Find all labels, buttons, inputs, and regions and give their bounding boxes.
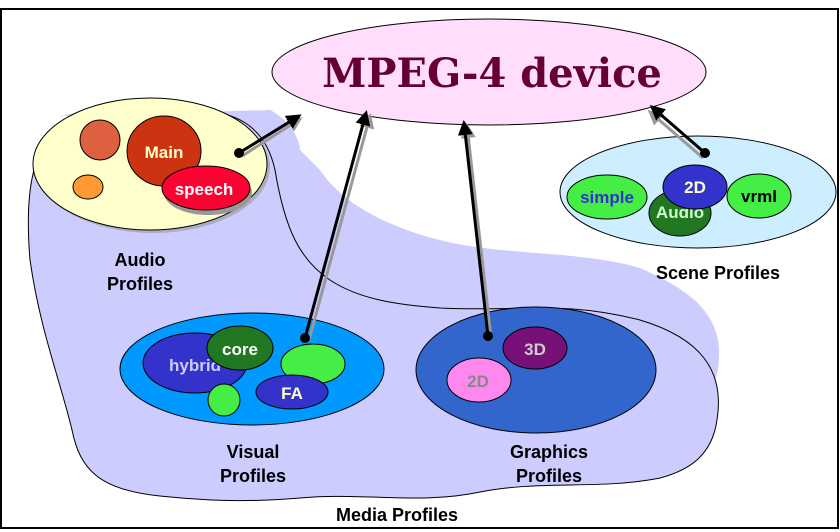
- mpeg4-device-node: [271, 18, 707, 126]
- visual-profiles-label-line2: Profiles: [220, 466, 286, 486]
- mpeg4-device-title: MPEG-4 device: [322, 50, 662, 97]
- graphics-profile-2d-label: 2D: [467, 372, 489, 391]
- scene-profile-simple: [566, 174, 648, 220]
- scene-profile-2d: [662, 164, 728, 210]
- graphics-profile-2d: [446, 357, 512, 403]
- audio-profile-circle-1: [79, 119, 121, 161]
- connector-scene-to-device: [647, 105, 710, 160]
- visual-profile-fa-label: FA: [281, 384, 303, 403]
- connector-visual-to-device: [300, 110, 375, 343]
- graphics-profiles-label-line1: Graphics: [510, 442, 588, 462]
- graphics-profile-3d-label: 3D: [524, 340, 546, 359]
- visual-profile-fa: [255, 374, 329, 410]
- audio-profile-circle-2: [72, 174, 104, 200]
- audio-profile-speech: [161, 165, 251, 211]
- scene-profile-vrml: [726, 173, 792, 219]
- scene-profile-vrml-label: vrml: [741, 187, 777, 206]
- audio-profiles-label-line1: Audio: [115, 250, 166, 270]
- graphics-profiles-label-line2: Profiles: [516, 466, 582, 486]
- scene-profile-2d-label: 2D: [684, 178, 706, 197]
- scene-profiles-label: Scene Profiles: [656, 263, 780, 283]
- visual-profile-core: [206, 325, 274, 371]
- audio-profile-main-label: Main: [145, 143, 184, 162]
- scene-profile-simple-label: simple: [580, 188, 634, 207]
- connector-visual-dot: [300, 333, 310, 343]
- visual-profile-circle-2: [207, 383, 241, 417]
- audio-profiles-label-line2: Profiles: [107, 274, 173, 294]
- visual-profile-hybrid-label: hybrid: [169, 356, 221, 375]
- connector-graphics-dot: [483, 331, 493, 341]
- connector-audio-dot: [234, 148, 244, 158]
- visual-profiles-label-line1: Visual: [227, 442, 280, 462]
- visual-profile-core-label: core: [222, 340, 258, 359]
- connector-graphics-to-device: [457, 120, 493, 341]
- connector-scene-dot: [700, 148, 710, 158]
- graphics-profile-3d: [502, 326, 568, 370]
- connector-audio-to-device: [234, 114, 303, 158]
- audio-profile-speech-label: speech: [175, 180, 234, 199]
- media-profiles-label: Media Profiles: [336, 505, 458, 525]
